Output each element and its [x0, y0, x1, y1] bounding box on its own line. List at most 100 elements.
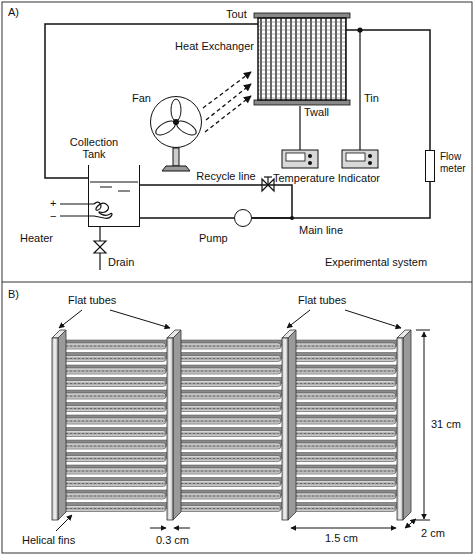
helical-fin	[174, 393, 281, 399]
callout-text: Flat tubes	[68, 294, 116, 307]
recycle-valve	[262, 177, 274, 191]
fin-helix	[177, 408, 278, 409]
drain-valve	[94, 227, 106, 270]
helical-fin	[174, 493, 281, 499]
panel-divider	[2, 282, 472, 283]
fan-circle: Fan	[150, 96, 202, 148]
callout-text: B)	[8, 288, 19, 301]
flow-meter: Flow meter	[425, 150, 435, 182]
helical-fin	[59, 481, 166, 487]
fin-helix	[177, 421, 278, 422]
fin-helix	[177, 458, 278, 459]
pipe-line	[140, 185, 292, 218]
fin-helix	[292, 496, 393, 497]
tube-side	[173, 330, 181, 520]
helical-fin	[289, 493, 396, 499]
callout-text: 31 cm	[431, 418, 461, 431]
helical-fin	[174, 468, 281, 474]
helical-fin	[174, 456, 281, 462]
leader-lines	[56, 310, 401, 531]
callout-text: Flat tubes	[298, 294, 346, 307]
tube-side	[403, 330, 411, 520]
helical-fin	[289, 343, 396, 349]
fin-helix	[177, 483, 278, 484]
helical-fin	[174, 381, 281, 387]
fin-helix	[62, 458, 163, 459]
helical-fin	[59, 406, 166, 412]
tube-top	[397, 330, 411, 338]
node-label: Flow meter	[440, 151, 474, 174]
fin-helix	[177, 371, 278, 372]
helical-fin	[59, 493, 166, 499]
fin-helix	[62, 396, 163, 397]
fin-helix	[292, 346, 393, 347]
callout-text: Twall	[304, 106, 329, 119]
helical-fin	[289, 443, 396, 449]
thermocouple-wires	[300, 28, 362, 150]
node-label: Pump	[199, 232, 228, 245]
temperature-indicator	[282, 150, 378, 168]
helical-fin	[174, 506, 281, 512]
fin-helix	[177, 508, 278, 509]
fin-helix	[62, 433, 163, 434]
pipe-line	[346, 30, 430, 150]
helical-fin	[174, 431, 281, 437]
helical-fin	[59, 381, 166, 387]
fin-helix	[177, 433, 278, 434]
helical-fin	[289, 368, 396, 374]
dimension-lines	[150, 330, 430, 528]
fin-helix	[177, 446, 278, 447]
fin-helix	[292, 508, 393, 509]
callout-text: Experimental system	[325, 256, 427, 269]
collection-tank: Collection Tank	[88, 165, 140, 227]
flat-tube	[397, 338, 403, 520]
fan-symbol	[151, 97, 201, 171]
fin-helix	[62, 483, 163, 484]
fin-helix	[292, 396, 393, 397]
helical-fin	[59, 456, 166, 462]
air-flow-arrows	[203, 72, 251, 132]
pipe-line	[140, 217, 234, 219]
fin-helix	[62, 371, 163, 372]
helical-fin	[289, 381, 396, 387]
pipe-line	[45, 24, 258, 178]
helical-fin	[59, 356, 166, 362]
helical-fin	[289, 393, 396, 399]
helical-fin	[59, 443, 166, 449]
helical-fin	[174, 406, 281, 412]
helical-fin	[59, 431, 166, 437]
line-label: Recycle line	[194, 170, 257, 183]
flat-tube	[167, 338, 173, 520]
fin-helix	[177, 346, 278, 347]
callout-text: Helical fins	[22, 534, 75, 547]
flat-tube	[282, 338, 288, 520]
fin-helix	[177, 496, 278, 497]
callout-text: 1.5 cm	[325, 532, 358, 545]
helical-fin	[174, 356, 281, 362]
tube-top	[282, 330, 296, 338]
tube-side	[288, 330, 296, 520]
line-label: Main line	[297, 224, 345, 237]
callout-text: Heater	[20, 232, 53, 245]
fin-helix	[62, 446, 163, 447]
fin-helix	[62, 471, 163, 472]
helical-fin	[289, 481, 396, 487]
helical-fin	[289, 468, 396, 474]
fin-helix	[292, 471, 393, 472]
helical-fin	[289, 356, 396, 362]
fin-helix	[177, 358, 278, 359]
fin-helix	[292, 458, 393, 459]
helical-fin	[174, 443, 281, 449]
callout-text: A)	[8, 6, 19, 19]
fin-helix	[292, 371, 393, 372]
fin-helix	[292, 358, 393, 359]
tank-water	[90, 182, 138, 191]
callout-text: Tout	[226, 8, 247, 21]
tube-top	[167, 330, 181, 338]
fin-helix	[292, 433, 393, 434]
fin-helix	[62, 408, 163, 409]
helical-fin	[174, 343, 281, 349]
